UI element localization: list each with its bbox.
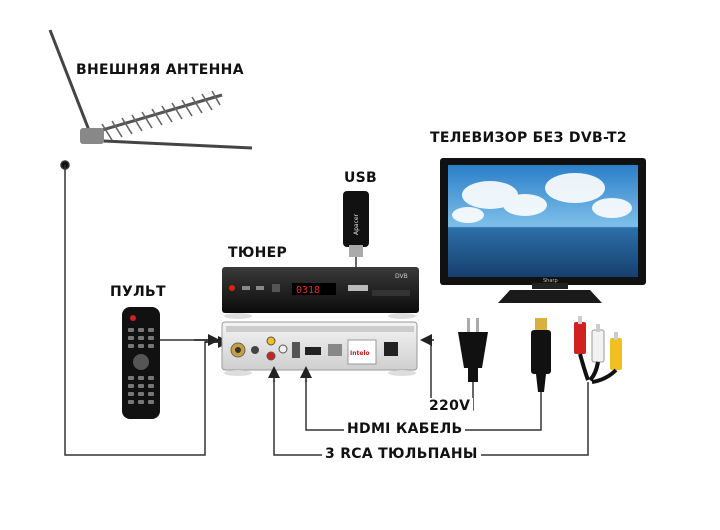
power-plug <box>458 318 488 382</box>
hdmi-plug <box>531 318 551 392</box>
tv-set: Sharp <box>440 158 646 303</box>
usb-connector <box>349 245 363 257</box>
rear-brand-label: Intelo <box>350 350 370 357</box>
antenna-mount <box>80 128 104 144</box>
tuner-front: 0318 DVB <box>222 267 419 319</box>
svg-text:Apacer: Apacer <box>353 213 360 235</box>
label-tuner: ТЮНЕР <box>228 245 288 261</box>
tuner-display-value: 0318 <box>296 285 320 296</box>
rear-power-socket <box>384 342 398 356</box>
rear-hdmi-port <box>305 347 321 355</box>
tuner-usb-port <box>348 285 368 291</box>
remote-control <box>122 307 160 419</box>
tuner-rear-panel: Intelo <box>221 321 418 376</box>
remote-buttons <box>128 328 154 404</box>
label-antenna: ВНЕШНЯЯ АНТЕННА <box>76 62 244 78</box>
label-remote: ПУЛЬТ <box>110 284 166 300</box>
label-usb: USB <box>344 170 378 186</box>
tv-brand-logo: Sharp <box>543 278 558 284</box>
antenna-mast <box>48 29 94 139</box>
antenna-boom <box>91 93 223 135</box>
tv-stand <box>498 290 602 303</box>
antenna-lower-boom <box>81 138 253 150</box>
antenna-elements <box>101 90 221 141</box>
outdoor-antenna <box>48 29 253 150</box>
label-rca: 3 RCA ТЮЛЬПАНЫ <box>322 446 481 462</box>
rca-plugs <box>574 316 622 384</box>
label-tv: ТЕЛЕВИЗОР БЕЗ DVB-T2 <box>430 130 627 146</box>
tv-clouds <box>452 173 632 223</box>
tuner-brand-logo: DVB <box>395 273 408 280</box>
usb-flash-drive: Apacer <box>343 191 369 257</box>
label-hdmi: HDMI КАБЕЛЬ <box>344 421 466 437</box>
label-power: 220V <box>426 398 474 414</box>
tuner-display <box>292 283 336 295</box>
